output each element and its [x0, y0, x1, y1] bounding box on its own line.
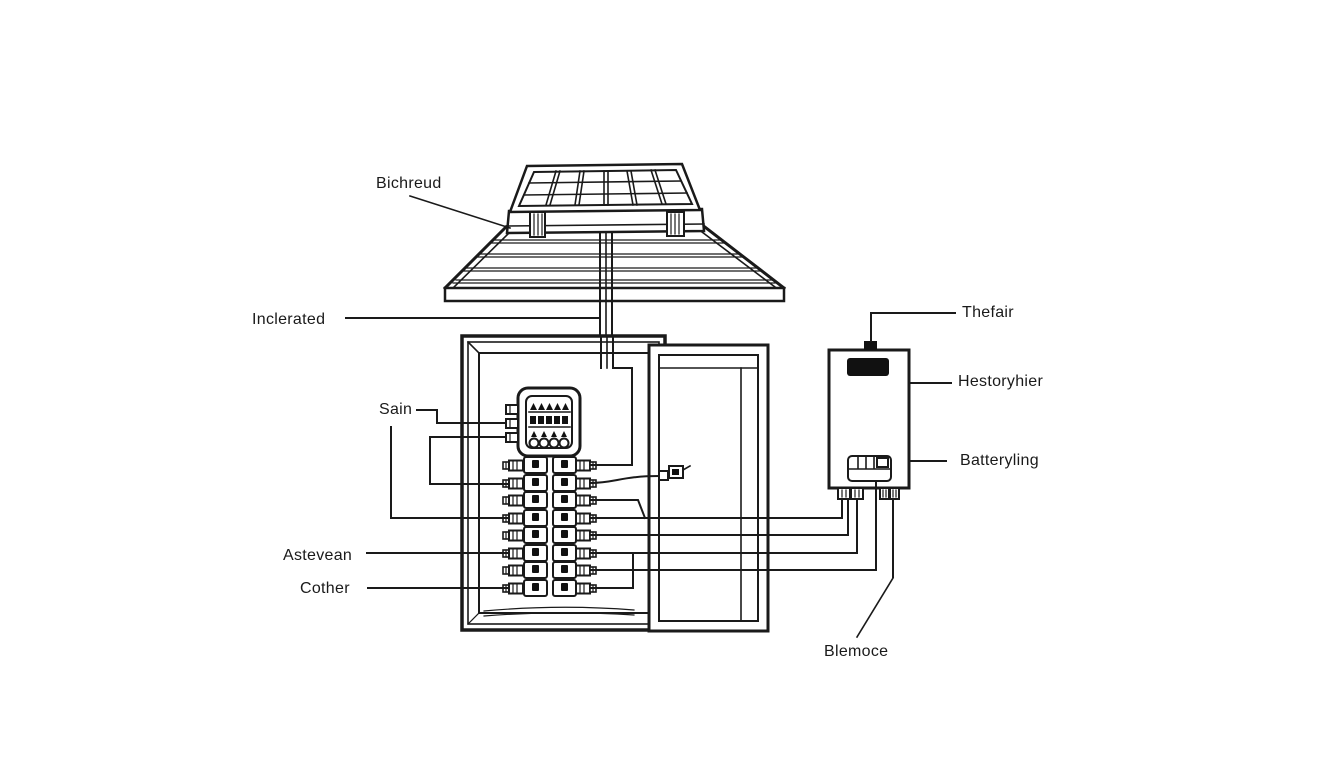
controller-unit — [827, 341, 911, 500]
label-breaker-lower: Cother — [300, 580, 350, 597]
top-terminal — [864, 341, 877, 350]
label-battery-module: Batteryling — [960, 452, 1039, 469]
solar-panel — [508, 162, 702, 214]
roof-canopy — [442, 218, 787, 303]
battery-module — [847, 455, 892, 482]
label-input-terminal: Thefair — [962, 304, 1014, 321]
label-breaker-upper: Astevean — [283, 547, 353, 564]
label-output-cable: Blemoce — [824, 643, 889, 660]
cabinet-door — [647, 343, 770, 633]
bottom-terminals — [837, 487, 900, 500]
display-screen — [847, 358, 889, 376]
panel-mount-brackets — [529, 211, 685, 238]
electric-meter — [505, 386, 582, 458]
label-panel-mount: Bichreud — [376, 175, 442, 192]
mounting-pole — [599, 231, 613, 338]
label-support-pole: Inclerated — [252, 311, 326, 328]
leader-lines — [345, 194, 952, 639]
label-controller-unit: Hestoryhier — [958, 373, 1044, 390]
door-latch — [658, 464, 692, 481]
label-meter: Sain — [379, 401, 413, 418]
wiring — [588, 312, 956, 589]
